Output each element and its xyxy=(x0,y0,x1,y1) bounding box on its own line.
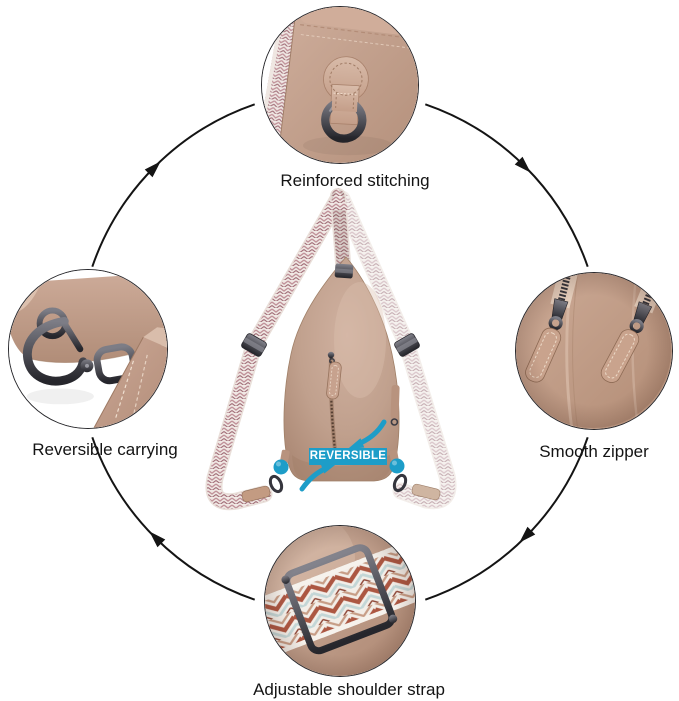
callout-label-reversible-carrying: Reversible carrying xyxy=(32,440,178,459)
zipper-stop-icon xyxy=(327,351,335,359)
pom-accent-icon xyxy=(273,459,289,475)
arrowhead-icon xyxy=(144,161,161,178)
callout-photo-reversible-carrying xyxy=(8,269,168,429)
arrowhead-icon xyxy=(514,156,531,173)
cycle-arc-top-right xyxy=(424,103,589,268)
callout-photo-reinforced-stitching xyxy=(261,6,419,164)
bag-top-buckle-icon xyxy=(334,263,354,279)
cycle-arc-bottom-left xyxy=(91,436,256,601)
strap-tip xyxy=(241,485,271,503)
curved-arrowhead-icon xyxy=(347,438,365,450)
callout-photo-adjustable-strap xyxy=(264,525,416,677)
arrowhead-icon xyxy=(519,526,536,543)
callout-photo-smooth-zipper xyxy=(515,272,673,430)
strap-slider-icon xyxy=(241,333,267,357)
zipper-pull-icon xyxy=(326,361,342,400)
clasp-icon xyxy=(392,473,408,493)
cycle-arrows xyxy=(91,103,589,601)
sling-bag-illustration xyxy=(205,188,457,511)
pom-accent-icon xyxy=(389,458,405,474)
callout-label-adjustable-strap: Adjustable shoulder strap xyxy=(253,680,445,699)
cycle-arc-top-left xyxy=(91,103,256,268)
snap-hook-icon xyxy=(22,316,138,386)
callout-label-reinforced-stitching: Reinforced stitching xyxy=(280,171,430,190)
reversible-arrows xyxy=(299,419,387,492)
bag-highlight xyxy=(334,282,386,398)
side-tab xyxy=(390,384,400,426)
arrowhead-icon xyxy=(149,531,166,548)
pom-highlight xyxy=(276,461,281,467)
strap-tip xyxy=(411,483,441,501)
callout-label-smooth-zipper: Smooth zipper xyxy=(539,442,649,461)
pom-highlight xyxy=(392,460,397,466)
reversible-badge: REVERSIBLE xyxy=(309,448,387,465)
strap-slider-icon xyxy=(394,333,420,357)
clasp-icon xyxy=(268,474,284,494)
curved-arrowhead-icon xyxy=(320,463,338,474)
